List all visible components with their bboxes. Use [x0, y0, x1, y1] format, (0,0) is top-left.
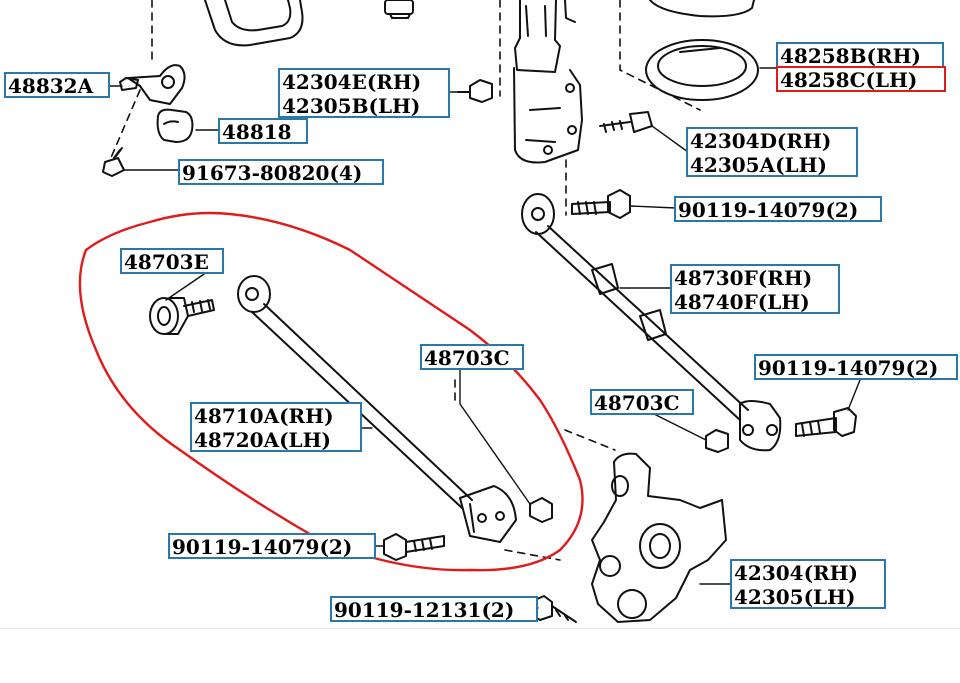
stabilizer-bracket [119, 64, 186, 105]
part-number-rh: 42304E(RH) [282, 70, 422, 94]
link-bolt-top [571, 189, 631, 219]
callout-48832a[interactable]: 48832A [4, 72, 110, 98]
callout-90119-14079-top[interactable]: 90119-14079(2) [674, 196, 882, 222]
part-number-lh: 42305B(LH) [282, 94, 421, 118]
part-number: 48703C [424, 346, 510, 370]
callout-90119-14079-right[interactable]: 90119-14079(2) [754, 354, 958, 380]
callout-48258c-highlighted[interactable]: 48258C(LH) [776, 66, 946, 92]
callout-42304e-42305b[interactable]: 42304E(RH) 42305B(LH) [278, 68, 450, 118]
callout-90119-12131[interactable]: 90119-12131(2) [330, 596, 538, 622]
callout-48703c-left[interactable]: 48703C [420, 344, 524, 370]
mount-bolt [599, 111, 653, 133]
part-number: 48818 [222, 120, 292, 144]
shock-absorber [513, 0, 583, 164]
mount-nut [457, 79, 493, 103]
link-bolt-bottom [383, 533, 445, 561]
nut-top [384, 0, 414, 19]
callout-48258b[interactable]: 48258B(RH) [776, 42, 944, 68]
part-number: 90119-14079(2) [678, 198, 859, 222]
callout-42304d-42305a[interactable]: 42304D(RH) 42305A(LH) [686, 127, 858, 177]
red-circle-annotation [78, 211, 584, 572]
rear-knuckle [591, 452, 727, 623]
callout-48703e[interactable]: 48703E [120, 248, 224, 274]
part-number-lh: 48720A(LH) [194, 428, 331, 452]
part-number: 90119-12131(2) [334, 598, 515, 622]
blank-footer-area [0, 628, 960, 683]
callout-91673-80820[interactable]: 91673-80820(4) [178, 159, 384, 185]
part-number: 48703C [594, 391, 680, 415]
part-number-rh: 42304D(RH) [690, 129, 832, 153]
part-number-rh: 48730F(RH) [674, 266, 813, 290]
callout-42304-42305[interactable]: 42304(RH) 42305(LH) [730, 559, 886, 609]
callout-48703c-right[interactable]: 48703C [590, 389, 694, 415]
part-number-rh: 42304(RH) [734, 561, 859, 585]
part-number-rh: 48710A(RH) [194, 404, 334, 428]
part-number-lh: 48258C(LH) [780, 68, 918, 92]
cam-bolt [149, 297, 215, 335]
part-number-lh: 42305(LH) [734, 585, 856, 609]
callout-90119-14079-bottom[interactable]: 90119-14079(2) [168, 533, 376, 559]
part-number-rh: 48258B(RH) [780, 44, 921, 68]
callout-48730f-48740f[interactable]: 48730F(RH) 48740F(LH) [670, 264, 840, 314]
part-number: 48703E [124, 250, 209, 274]
spring-seat-rings [645, 0, 759, 101]
callout-48710a-48720a[interactable]: 48710A(RH) 48720A(LH) [190, 402, 362, 452]
bracket-outline-top [204, 0, 304, 47]
leader-lines [107, 67, 861, 609]
callout-48818[interactable]: 48818 [218, 118, 308, 144]
part-number-lh: 42305A(LH) [690, 153, 827, 177]
cam-nut-left [529, 497, 553, 523]
part-number: 90119-14079(2) [758, 356, 939, 380]
stabilizer-bushing [156, 108, 194, 143]
part-number-lh: 48740F(LH) [674, 290, 810, 314]
cam-nut-right [705, 429, 729, 453]
upper-lateral-link [521, 193, 782, 452]
part-number: 91673-80820(4) [182, 161, 363, 185]
link-bolt-right [795, 407, 857, 437]
small-bolt [102, 147, 125, 177]
part-number: 48832A [8, 74, 94, 98]
part-number: 90119-14079(2) [172, 535, 353, 559]
